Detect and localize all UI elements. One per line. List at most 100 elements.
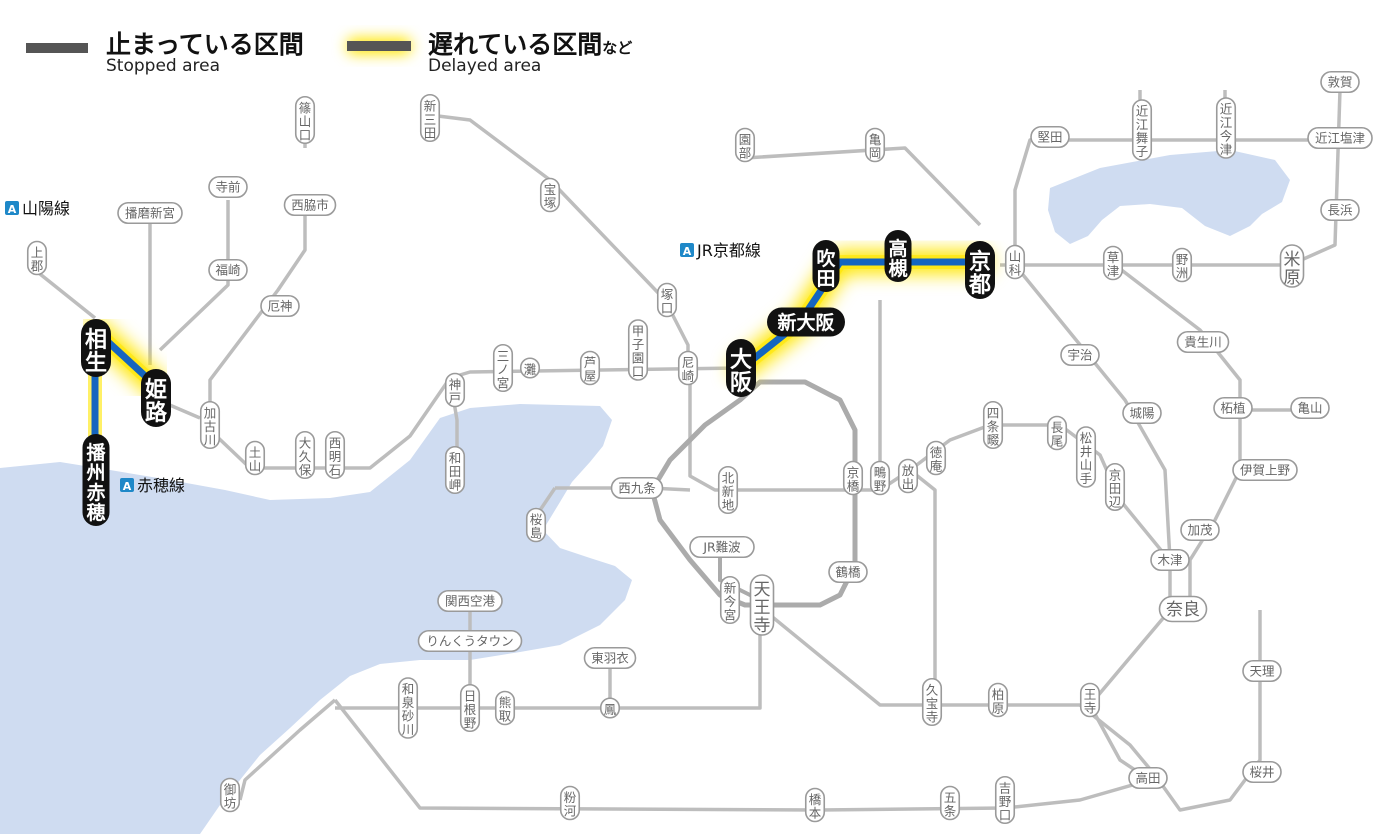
station-ashiya[interactable]: 芦屋 (584, 355, 597, 384)
station-tsuruhashi[interactable]: 鶴橋 (835, 565, 861, 580)
station-omishiotsu[interactable]: 近江塩津 (1315, 131, 1365, 146)
station-box-tsuge (1213, 396, 1253, 420)
station-koshienguchi[interactable]: 甲子園口 (632, 324, 645, 380)
station-katada[interactable]: 堅田 (1037, 130, 1062, 145)
station-kyobashi[interactable]: 京橋 (847, 465, 860, 494)
station-fukusaki[interactable]: 福崎 (215, 263, 241, 278)
station-box-kizu (1150, 548, 1190, 572)
station-tsuruga[interactable]: 敦賀 (1327, 75, 1352, 90)
station-box-katada (1030, 125, 1070, 149)
station-nagahama[interactable]: 長浜 (1327, 203, 1352, 218)
major-station-takatsuki[interactable]: 高槻 (888, 237, 907, 280)
station-nara[interactable]: 奈良 (1166, 600, 1200, 620)
station-omimaiko[interactable]: 近江舞子 (1136, 104, 1149, 160)
station-box-shigino (869, 460, 891, 496)
station-kizu[interactable]: 木津 (1157, 553, 1182, 568)
station-kameoka[interactable]: 亀岡 (869, 132, 882, 161)
station-box-yoshinoguchi (994, 775, 1016, 825)
station-yasu[interactable]: 野洲 (1176, 252, 1189, 281)
station-kamigori[interactable]: 上郡 (31, 245, 44, 274)
station-nagao[interactable]: 長尾 (1051, 420, 1064, 449)
station-hanaten[interactable]: 放出 (902, 463, 915, 492)
station-box-higashihagoromo (583, 646, 637, 670)
station-box-matsuiyamate (1075, 426, 1097, 488)
station-box-hinenoo (459, 683, 481, 733)
line-badge-0 (5, 201, 19, 215)
station-kansaiairport[interactable]: 関西空港 (445, 594, 496, 609)
station-kashiwara[interactable]: 柏原 (992, 687, 1005, 716)
station-teramae[interactable]: 寺前 (215, 180, 240, 195)
station-wadamisaki[interactable]: 和田岬 (449, 450, 462, 492)
station-izumisunagawa[interactable]: 和泉砂川 (402, 682, 415, 738)
major-station-aioi[interactable]: 相生 (85, 328, 107, 376)
station-nishikujo[interactable]: 西九条 (618, 481, 656, 496)
station-box-sannomiya (492, 343, 514, 393)
major-station-kyoto[interactable]: 京都 (968, 249, 991, 298)
station-nishiwakishi[interactable]: 西脇市 (291, 198, 329, 213)
station-amagasaki[interactable]: 尼崎 (682, 355, 695, 384)
station-box-shijonawate (982, 400, 1004, 450)
station-kokawa[interactable]: 粉河 (564, 790, 577, 819)
station-gojo[interactable]: 五条 (944, 790, 957, 819)
station-sannomiya[interactable]: 三ノ宮 (497, 348, 510, 390)
legend-delayed-label-en: Delayed area (428, 56, 542, 76)
station-kyotanabe[interactable]: 京田辺 (1109, 467, 1122, 509)
major-station-shinosaka[interactable]: 新大阪 (777, 311, 835, 334)
station-omiimazu[interactable]: 近江今津 (1220, 102, 1233, 158)
station-hinenoo[interactable]: 日根野 (464, 688, 477, 730)
station-okubo[interactable]: 大久保 (299, 435, 312, 477)
station-higashihagoromo[interactable]: 東羽衣 (591, 651, 629, 666)
station-dobo[interactable]: 土山 (249, 445, 262, 474)
station-jrnamba[interactable]: JR難波 (702, 540, 741, 555)
station-otori[interactable]: 鳳 (604, 702, 617, 717)
major-station-suita[interactable]: 吹田 (816, 247, 836, 290)
station-box-wadamisaki (444, 445, 466, 495)
station-kyuhoji[interactable]: 久宝寺 (926, 682, 939, 724)
station-takada[interactable]: 高田 (1135, 771, 1160, 786)
station-nada[interactable]: 灘 (524, 362, 537, 377)
station-rinkutown[interactable]: りんくうタウン (426, 634, 513, 649)
station-sonobe[interactable]: 園部 (739, 132, 752, 161)
station-shijonawate[interactable]: 四条畷 (987, 405, 1000, 447)
station-sakurajima[interactable]: 桜島 (530, 512, 543, 541)
station-sakurai[interactable]: 桜井 (1249, 765, 1274, 780)
station-tsuge[interactable]: 柘植 (1220, 401, 1245, 416)
station-sasayamaguchi[interactable]: 篠山口 (299, 100, 312, 142)
station-kameyama[interactable]: 亀山 (1297, 401, 1322, 416)
station-harimashingu[interactable]: 播磨新宮 (125, 206, 175, 221)
major-station-himeji[interactable]: 姫路 (145, 377, 168, 426)
station-joyo[interactable]: 城陽 (1129, 406, 1154, 421)
station-kamo[interactable]: 加茂 (1187, 523, 1213, 538)
station-takarazuka[interactable]: 宝塚 (544, 182, 557, 211)
station-box-kyuhoji (921, 677, 943, 727)
station-yashiro[interactable]: 厄神 (267, 299, 292, 314)
station-gobo[interactable]: 御坊 (224, 782, 237, 811)
station-kobe[interactable]: 神戸 (449, 377, 462, 406)
station-tenri[interactable]: 天理 (1249, 664, 1275, 679)
station-shinsanda[interactable]: 新三田 (424, 98, 437, 140)
station-yoshinoguchi[interactable]: 吉野口 (999, 780, 1012, 822)
major-station-osaka[interactable]: 大阪 (730, 348, 752, 396)
station-igaueno[interactable]: 伊賀上野 (1240, 463, 1291, 478)
station-kumatori[interactable]: 熊取 (499, 695, 512, 724)
station-kakogawa[interactable]: 加古川 (204, 405, 217, 447)
station-hashimoto[interactable]: 橋本 (809, 792, 822, 821)
station-maibara[interactable]: 米原 (1284, 250, 1301, 288)
station-shigino[interactable]: 鴫野 (874, 465, 887, 494)
major-station-banshuako[interactable]: 播州赤穂 (86, 442, 106, 524)
station-nishiakashi[interactable]: 西明石 (329, 435, 342, 477)
station-shinimamiya[interactable]: 新今宮 (724, 580, 737, 622)
station-kusatsu[interactable]: 草津 (1107, 250, 1120, 279)
station-tsukaguchi[interactable]: 塚口 (661, 287, 674, 316)
station-yamashina[interactable]: 山科 (1009, 249, 1022, 278)
station-kibukawa[interactable]: 貴生川 (1184, 335, 1222, 350)
station-kitashinchi[interactable]: 北新地 (722, 470, 735, 512)
station-uji[interactable]: 宇治 (1067, 348, 1092, 363)
station-tokuan[interactable]: 徳庵 (930, 445, 943, 474)
station-tennoji[interactable]: 天王寺 (754, 580, 771, 636)
station-oji[interactable]: 王寺 (1084, 687, 1097, 716)
track-20 (768, 608, 1172, 707)
station-box-nishiakashi (324, 430, 346, 480)
station-matsuiyamate[interactable]: 松井山手 (1080, 431, 1093, 487)
